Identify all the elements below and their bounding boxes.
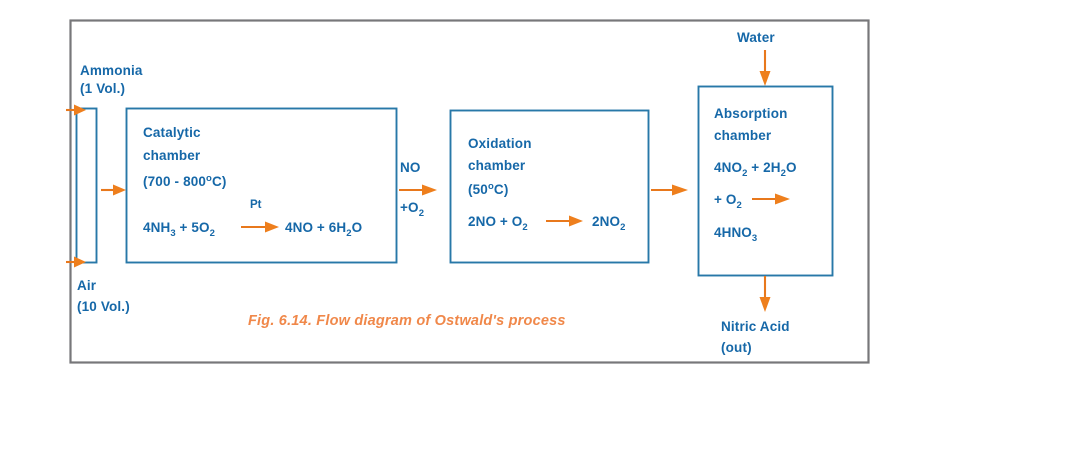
absorption-reaction-line2: + O2 xyxy=(714,192,742,211)
ammonia-volume-label: (1 Vol.) xyxy=(80,81,125,96)
oxidation-chamber-title-line1: Oxidation xyxy=(468,136,532,151)
catalytic-to-oxidation-arrow xyxy=(399,184,437,196)
oxidation-chamber-box xyxy=(449,109,650,264)
catalytic-reaction-right: 4NO + 6H2O xyxy=(285,220,362,239)
nitric-acid-outlet-arrow xyxy=(759,276,771,312)
mixing-pipe xyxy=(75,107,98,264)
catalytic-reaction-left: 4NH3 + 5O2 xyxy=(143,220,215,239)
water-label: Water xyxy=(737,30,775,45)
arrow-head-icon xyxy=(759,297,771,312)
absorption-chamber-box xyxy=(697,85,834,277)
nitric-acid-state-label: (out) xyxy=(721,340,752,355)
arrow-head-icon xyxy=(265,221,279,233)
arrow-head-icon xyxy=(672,184,688,196)
arrow-head-icon xyxy=(422,184,437,196)
arrow-head-icon xyxy=(74,256,86,268)
air-label: Air xyxy=(77,278,97,293)
absorption-reaction-line1: 4NO2 + 2H2O xyxy=(714,160,797,179)
catalytic-reaction-arrow xyxy=(241,221,279,233)
water-inlet-arrow xyxy=(759,50,771,86)
absorption-reaction-line3: 4HNO3 xyxy=(714,225,757,244)
no-stream-label-top: NO xyxy=(400,160,421,175)
oxidation-reaction-arrow xyxy=(546,215,583,227)
absorption-reaction-arrow xyxy=(752,193,790,205)
oxidation-chamber-title-line2: chamber xyxy=(468,158,526,173)
no-stream-label-bottom: +O2 xyxy=(400,200,424,219)
oxidation-reaction-right: 2NO2 xyxy=(592,214,625,233)
oxidation-reaction-left: 2NO + O2 xyxy=(468,214,528,233)
arrow-head-icon xyxy=(775,193,790,205)
arrow-head-icon xyxy=(569,215,583,227)
catalytic-chamber-title-line2: chamber xyxy=(143,148,201,163)
arrow-head-icon xyxy=(113,184,126,196)
absorption-chamber-title-line2: chamber xyxy=(714,128,772,143)
ammonia-inlet-arrow xyxy=(66,104,86,116)
absorption-chamber-title-line1: Absorption xyxy=(714,106,788,121)
air-volume-label: (10 Vol.) xyxy=(77,299,130,314)
oxidation-to-absorption-arrow xyxy=(651,184,688,196)
air-inlet-arrow xyxy=(66,256,86,268)
figure-caption: Fig. 6.14. Flow diagram of Ostwald's pro… xyxy=(248,313,566,329)
catalytic-chamber-condition: (700 - 800oC) xyxy=(143,173,227,189)
mix-to-catalytic-arrow xyxy=(101,184,126,196)
nitric-acid-label: Nitric Acid xyxy=(721,319,790,334)
ammonia-label: Ammonia xyxy=(80,63,143,78)
arrow-head-icon xyxy=(74,104,86,116)
catalytic-catalyst-label: Pt xyxy=(250,199,262,211)
arrow-head-icon xyxy=(759,71,771,86)
oxidation-chamber-condition: (50oC) xyxy=(468,181,508,197)
catalytic-chamber-box xyxy=(125,107,398,264)
catalytic-chamber-title-line1: Catalytic xyxy=(143,125,201,140)
